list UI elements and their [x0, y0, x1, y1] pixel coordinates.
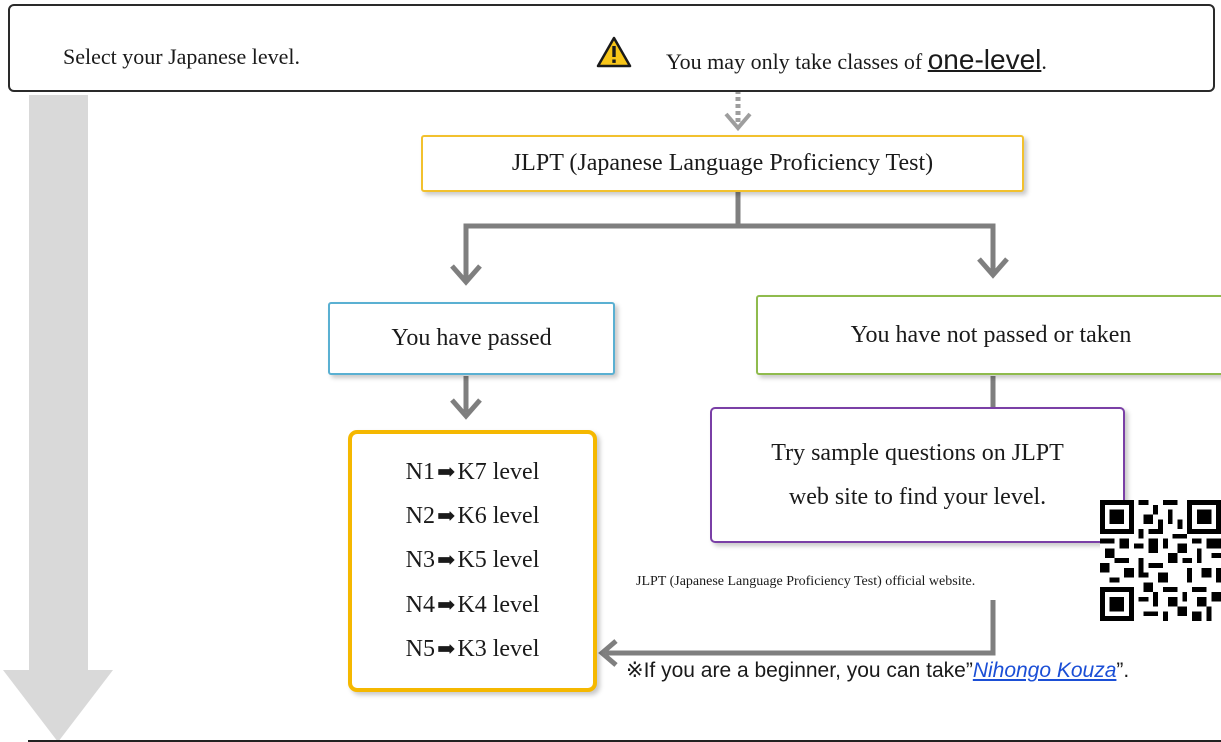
sample-questions-box: Try sample questions on JLPT web site to…	[710, 407, 1125, 543]
return-connector	[606, 600, 996, 656]
right-arrow-icon: ➡	[436, 636, 456, 662]
official-website-caption: JLPT (Japanese Language Proficiency Test…	[636, 574, 976, 589]
beginner-prefix: ※If you are a beginner, you can take”	[626, 659, 973, 682]
level-jlpt: N1	[405, 458, 435, 485]
arrowhead-levels	[450, 398, 482, 420]
right-arrow-icon: ➡	[436, 503, 456, 529]
beginner-note: ※If you are a beginner, you can take”Nih…	[626, 658, 1129, 683]
warning-suffix: .	[1041, 49, 1047, 74]
warning-text: You may only take classes of one-level.	[666, 44, 1047, 76]
warning-triangle-icon	[596, 36, 632, 68]
arrowhead-return	[598, 639, 618, 667]
nihongo-kouza-link[interactable]: Nihongo Kouza	[972, 659, 1117, 682]
level-mapping-box: N1➡K7 level N2➡K6 level N3➡K5 level N4➡K…	[348, 430, 597, 692]
level-row-n1: N1➡K7 level	[406, 459, 540, 486]
arrowhead-passed	[450, 264, 482, 286]
level-row-n2: N2➡K6 level	[406, 503, 540, 530]
arrowhead-notpassed	[977, 257, 1009, 279]
level-jlpt: N3	[405, 547, 435, 574]
instruction-text: Select your Japanese level.	[63, 44, 301, 69]
sample-line-2: web site to find your level.	[788, 484, 1047, 510]
level-jlpt: N2	[405, 503, 435, 530]
level-row-n3: N3➡K5 level	[406, 547, 540, 574]
sample-line-1: Try sample questions on JLPT	[771, 440, 1064, 466]
level-class: K6 level	[457, 503, 540, 530]
warning-prefix: You may only take classes of	[666, 49, 928, 74]
split-connector	[463, 192, 996, 280]
passed-box: You have passed	[328, 302, 615, 375]
level-jlpt: N4	[405, 591, 435, 618]
side-down-arrow	[3, 95, 113, 742]
jlpt-box: JLPT (Japanese Language Proficiency Test…	[421, 135, 1024, 192]
level-row-n4: N4➡K4 level	[406, 592, 540, 619]
level-class: K4 level	[457, 591, 540, 618]
not-passed-box: You have not passed or taken	[756, 295, 1221, 375]
warning-emphasis: one-level	[927, 44, 1042, 75]
level-class: K5 level	[457, 547, 540, 574]
level-class: K3 level	[457, 636, 540, 663]
right-arrow-icon: ➡	[436, 591, 456, 617]
beginner-suffix: ”.	[1116, 659, 1130, 682]
bottom-divider	[28, 740, 1221, 742]
level-class: K7 level	[457, 458, 540, 485]
dotted-connector-head	[724, 112, 752, 132]
right-arrow-icon: ➡	[436, 547, 456, 573]
level-row-n5: N5➡K3 level	[406, 636, 540, 663]
qr-code[interactable]	[1100, 500, 1221, 621]
level-jlpt: N5	[405, 636, 435, 663]
right-arrow-icon: ➡	[436, 458, 456, 484]
